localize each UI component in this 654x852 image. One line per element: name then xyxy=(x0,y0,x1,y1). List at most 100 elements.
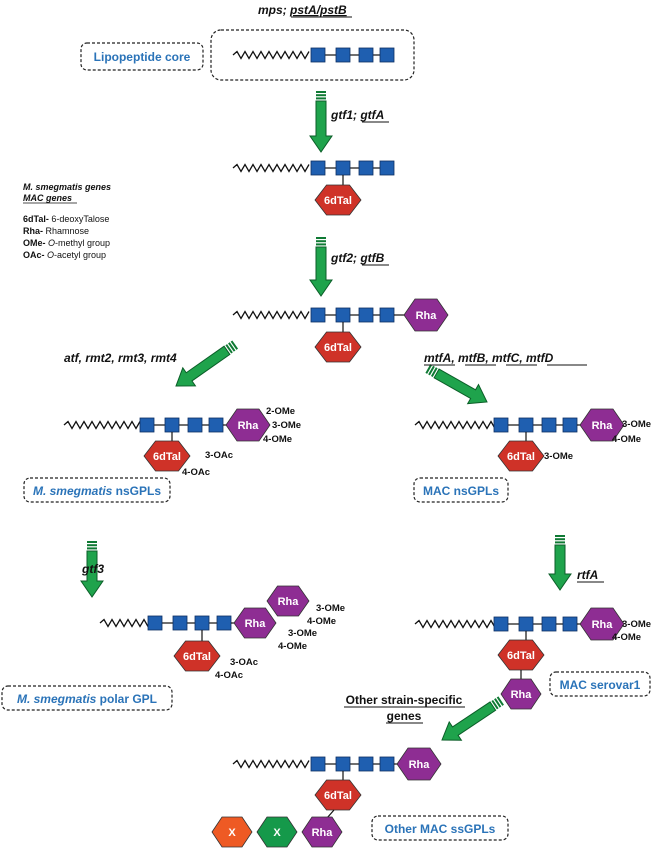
arrow-label-atf-rmt: atf, rmt2, rmt3, rmt4 xyxy=(64,351,177,365)
legend-smeg-genes: M. smegmatis genes xyxy=(23,182,111,192)
sub-serovar-4ome: 4-OMe xyxy=(612,632,641,643)
arrow-mtf-tail-stripe xyxy=(425,364,433,374)
arrow-label-gtf2: gtf2; gtfB xyxy=(330,251,385,265)
s7-rha2-hex-label: Rha xyxy=(511,689,533,701)
s3-amino-acid-3 xyxy=(358,307,374,323)
s5-dtal-hex-label: 6dTal xyxy=(507,451,535,463)
arrow-other-genes-tail-stripe xyxy=(496,696,504,706)
arrow-other-genes-tail-stripe xyxy=(494,698,502,708)
mac-serovar-box xyxy=(549,671,651,697)
s8-amino-acid-3 xyxy=(358,756,374,772)
s2-dtal-hex-label: 6dTal xyxy=(324,195,352,207)
legend-item-ome: OMe- O-methyl group xyxy=(23,238,110,248)
s2-amino-acid-3 xyxy=(358,160,374,176)
s8-x-green-hex xyxy=(256,816,298,848)
s4-dtal-hex-label: 6dTal xyxy=(153,451,181,463)
arrow-atf-rmt xyxy=(175,340,239,387)
s5-amino-acid-3 xyxy=(541,417,557,433)
structures-layer: 6dTalRha6dTalRha6dTalRha6dTalRhaRha6dTal… xyxy=(63,47,625,848)
arrow-label-mtf: mtfA, mtfB, mtfC, mtfD xyxy=(424,351,554,365)
s6-dtal-hex-label: 6dTal xyxy=(183,651,211,663)
arrow-mtf-body xyxy=(433,368,488,405)
core-amino-acid-3 xyxy=(358,47,374,63)
smeg-polar-label: M. smegmatis polar GPL xyxy=(17,692,157,706)
arrow-rtfa-body xyxy=(548,544,572,591)
s6-rha-upper-hex xyxy=(266,585,310,617)
lipopeptide-core-box xyxy=(80,42,204,71)
s5-fatty-acyl-chain xyxy=(414,420,496,430)
arrow-atf-rmt-tail-stripe xyxy=(228,342,236,352)
s6-dtal-hex xyxy=(173,640,221,672)
s8-fatty-acyl-chain xyxy=(232,759,310,769)
s6-amino-acid-1 xyxy=(147,615,163,631)
s7-amino-acid-1 xyxy=(493,616,509,632)
arrow-mtf-tail-stripe xyxy=(428,365,435,376)
sub-smeg-ns-3ome: 3-OMe xyxy=(272,420,301,431)
arrow-label-gtf3: gtf3 xyxy=(81,562,104,576)
lipopeptide-core-label: Lipopeptide core xyxy=(94,50,191,64)
s3-amino-acid-4 xyxy=(379,307,395,323)
sub-polar-lower-4ome: 4-OMe xyxy=(278,641,307,652)
arrow-other-genes-body xyxy=(441,701,497,741)
arrow-other-genes-tail-stripe xyxy=(491,699,499,710)
gene-sep: ; xyxy=(283,3,290,17)
s4-amino-acid-2 xyxy=(164,417,180,433)
s4-rha-hex xyxy=(225,408,271,442)
arrow-label-other-2: genes xyxy=(387,709,422,723)
sub-smeg-ns-3oac: 3-OAc xyxy=(205,450,233,461)
arrow-mtf xyxy=(425,364,488,405)
arrow-mtf-tail-stripe xyxy=(430,367,438,377)
mac-serovar-label: MAC serovar1 xyxy=(560,678,641,692)
arrow-atf-rmt-tail-stripe xyxy=(225,344,233,354)
sub-smeg-ns-2ome: 2-OMe xyxy=(266,406,295,417)
s4-amino-acid-3 xyxy=(187,417,203,433)
s4-fatty-acyl-chain xyxy=(63,420,141,430)
s5-rha-hex xyxy=(579,408,625,442)
s8-dtal-hex xyxy=(314,779,362,811)
gene-psta-pstb: pstA/pstB xyxy=(289,3,347,17)
legend-mac-genes: MAC genes xyxy=(23,193,72,203)
mac-nsgpl-box xyxy=(413,477,509,503)
sub-polar-4oac: 4-OAc xyxy=(215,670,243,681)
legend-item-rha: Rha- Rhamnose xyxy=(23,226,89,236)
sub-mac-ns-4ome: 4-OMe xyxy=(612,434,641,445)
s6-rha-upper-hex-label: Rha xyxy=(278,596,300,608)
core-amino-acid-4 xyxy=(379,47,395,63)
arrow-gtf2-body xyxy=(309,246,333,297)
sub-mac-ns-3ome: 3-OMe xyxy=(622,419,651,430)
s7-fatty-acyl-chain xyxy=(414,619,496,629)
s8-amino-acid-2 xyxy=(335,756,351,772)
arrow-label-other-1: Other strain-specific xyxy=(346,693,463,707)
s8-x-green-hex-label: X xyxy=(273,827,281,839)
sub-polar-upper-4ome: 4-OMe xyxy=(307,616,336,627)
s8-x-orange-hex xyxy=(211,816,253,848)
s8-amino-acid-4 xyxy=(379,756,395,772)
s5-amino-acid-1 xyxy=(493,417,509,433)
s3-dtal-hex xyxy=(314,331,362,363)
s7-rha-hex xyxy=(579,607,625,641)
s8-amino-acid-1 xyxy=(310,756,326,772)
s6-fatty-acyl-chain xyxy=(99,618,149,628)
s7-amino-acid-2 xyxy=(518,616,534,632)
s7-amino-acid-4 xyxy=(562,616,578,632)
other-mac-box xyxy=(371,815,509,841)
sub-polar-lower-3ome: 3-OMe xyxy=(288,628,317,639)
s2-dtal-hex xyxy=(314,184,362,216)
core-amino-acid-2 xyxy=(335,47,351,63)
s3-amino-acid-1 xyxy=(310,307,326,323)
s4-amino-acid-1 xyxy=(139,417,155,433)
core-fatty-acyl-chain xyxy=(232,50,310,60)
sub-serovar-3ome: 3-OMe xyxy=(622,619,651,630)
legend-item-oac: OAc- O-acetyl group xyxy=(23,250,106,260)
arrow-label-rtfa: rtfA xyxy=(577,568,598,582)
s2-fatty-acyl-chain xyxy=(232,163,310,173)
mac-nsgpl-label: MAC nsGPLs xyxy=(423,484,499,498)
s5-rha-hex-label: Rha xyxy=(592,420,614,432)
s7-dtal-hex xyxy=(497,639,545,671)
arrow-gtf1-body xyxy=(309,100,333,153)
arrow-gtf2 xyxy=(309,237,333,297)
s6-amino-acid-2 xyxy=(172,615,188,631)
sub-smeg-ns-4ome: 4-OMe xyxy=(263,434,292,445)
gene-mps: mps xyxy=(258,3,283,17)
